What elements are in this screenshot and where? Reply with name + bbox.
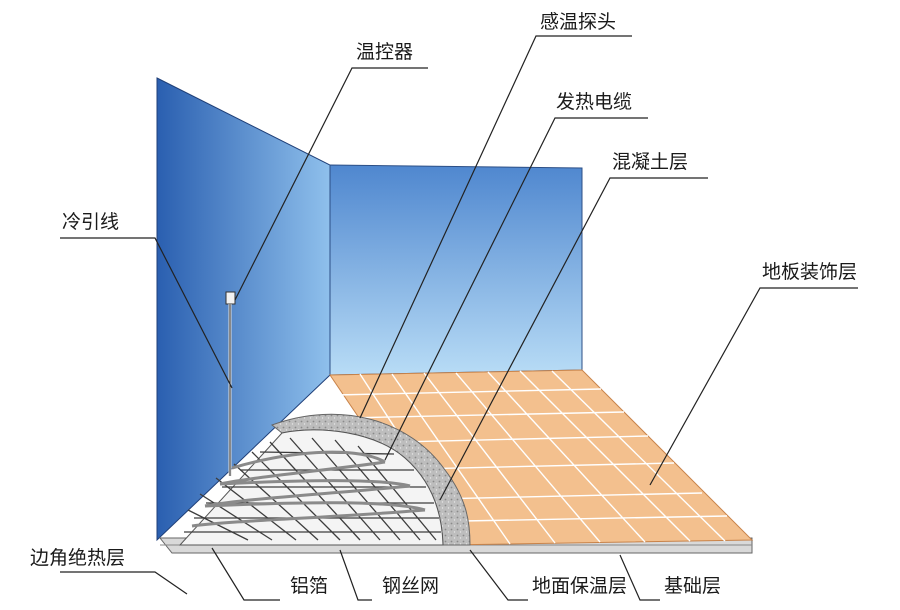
leader-lines xyxy=(60,35,858,601)
label-thermostat: 温控器 xyxy=(356,41,413,63)
label-floor-finish: 地板装饰层 xyxy=(762,261,857,283)
label-concrete-layer: 混凝土层 xyxy=(612,151,688,173)
label-wire-mesh: 钢丝网 xyxy=(382,575,439,597)
label-base-layer: 基础层 xyxy=(664,575,721,597)
heating-cable xyxy=(191,450,426,528)
label-heating-cable: 发热电缆 xyxy=(556,91,632,113)
label-temp-probe: 感温探头 xyxy=(540,11,616,33)
back-wall xyxy=(329,164,583,376)
thermostat-device xyxy=(225,291,236,305)
label-edge-insulation: 边角绝热层 xyxy=(30,547,125,569)
label-aluminum-foil: 铝箔 xyxy=(290,575,328,597)
label-cold-lead: 冷引线 xyxy=(62,211,119,233)
label-floor-insulation: 地面保温层 xyxy=(532,575,627,597)
